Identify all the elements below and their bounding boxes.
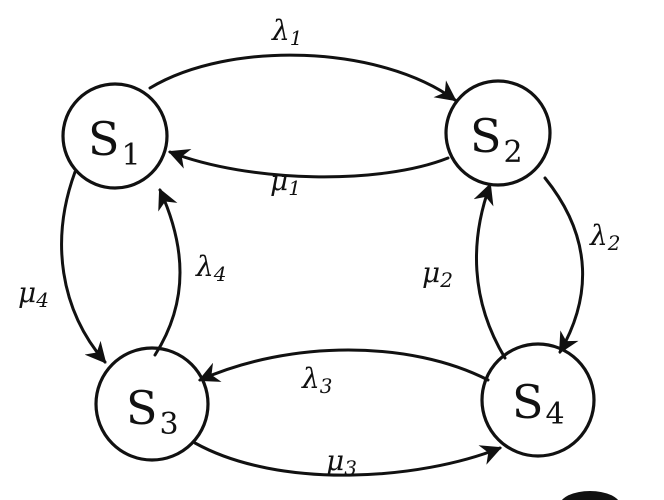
edge-s3-s4: [193, 441, 502, 477]
label-mu-1: μ1: [270, 164, 301, 200]
label-mu-4: μ4: [18, 276, 49, 312]
label-lambda-2: λ2: [589, 219, 620, 255]
edge-s2-s4: [543, 176, 585, 354]
edge-s2-s1: [168, 149, 450, 179]
label-mu-3: μ3: [326, 444, 357, 480]
state-s4: S4: [480, 342, 596, 458]
label-lambda-1: λ1: [271, 14, 302, 50]
state-s2-symbol: S: [470, 109, 502, 163]
state-s1: S1: [61, 82, 169, 190]
state-s1-sub: 1: [122, 138, 141, 173]
corner-ink-blob: [561, 491, 619, 500]
state-s4-sub: 4: [546, 397, 565, 432]
edge-s3-s1: [153, 188, 182, 357]
state-s2-sub: 2: [504, 135, 523, 170]
edge-s1-s2: [148, 53, 457, 102]
state-s1-symbol: S: [88, 112, 120, 166]
state-s2-circle: [444, 79, 552, 187]
label-lambda-3: λ3: [301, 362, 332, 398]
state-s3: S3: [94, 346, 210, 462]
state-s4-symbol: S: [512, 375, 544, 429]
state-s3-symbol: S: [126, 381, 158, 435]
state-s1-circle: [61, 82, 169, 190]
state-s3-circle: [94, 346, 210, 462]
svg-text:S1: S1: [88, 112, 141, 173]
state-s4-circle: [480, 342, 596, 458]
label-mu-2: μ2: [422, 256, 453, 292]
state-s3-sub: 3: [160, 407, 179, 442]
state-s2: S2: [444, 79, 552, 187]
svg-text:S3: S3: [126, 381, 179, 442]
edge-s4-s2: [473, 183, 507, 360]
edge-s4-s3: [198, 348, 490, 382]
label-lambda-4: λ4: [195, 250, 226, 286]
svg-text:S2: S2: [470, 109, 523, 170]
svg-text:S4: S4: [512, 375, 565, 432]
edge-s1-s3: [60, 170, 107, 364]
